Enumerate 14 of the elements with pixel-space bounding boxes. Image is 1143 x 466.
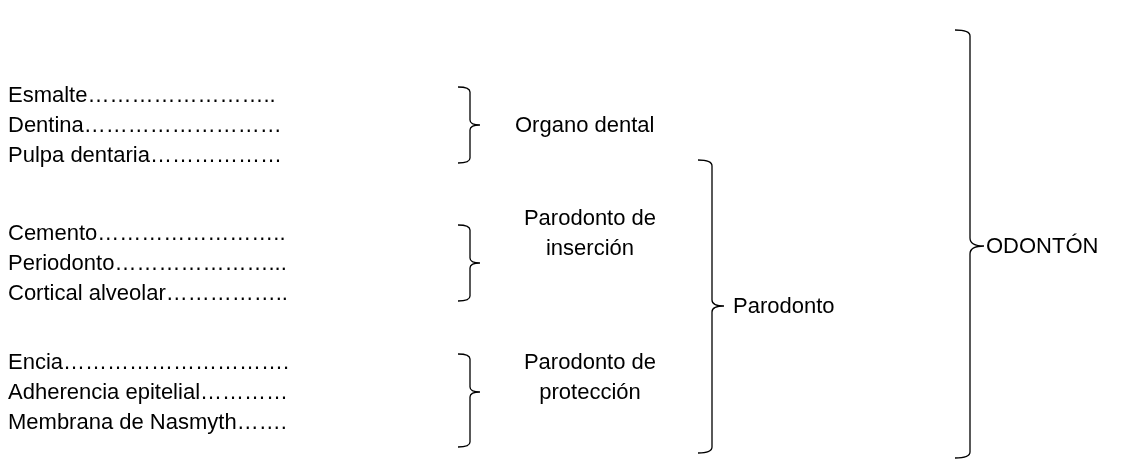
item-label: Dentina……………………… xyxy=(8,111,282,139)
item-label: Membrana de Nasmyth……. xyxy=(8,408,287,436)
group-label: Parodonto de protección xyxy=(522,348,658,406)
item-label: Pulpa dentaria……………… xyxy=(8,141,282,169)
group-label: ODONTÓN xyxy=(986,232,1099,260)
item-label: Cemento…………………….. xyxy=(8,219,286,247)
item-label: Adherencia epitelial………… xyxy=(8,378,289,406)
item-label: Periodonto…………………... xyxy=(8,249,287,277)
group-label: Organo dental xyxy=(515,111,655,139)
item-label: Cortical alveolar…………….. xyxy=(8,279,288,307)
group-label: Parodonto de inserción xyxy=(522,204,658,262)
item-label: Esmalte…………………….. xyxy=(8,81,276,109)
group-label: Parodonto xyxy=(733,292,835,320)
item-label: Encia…………………………. xyxy=(8,348,290,376)
